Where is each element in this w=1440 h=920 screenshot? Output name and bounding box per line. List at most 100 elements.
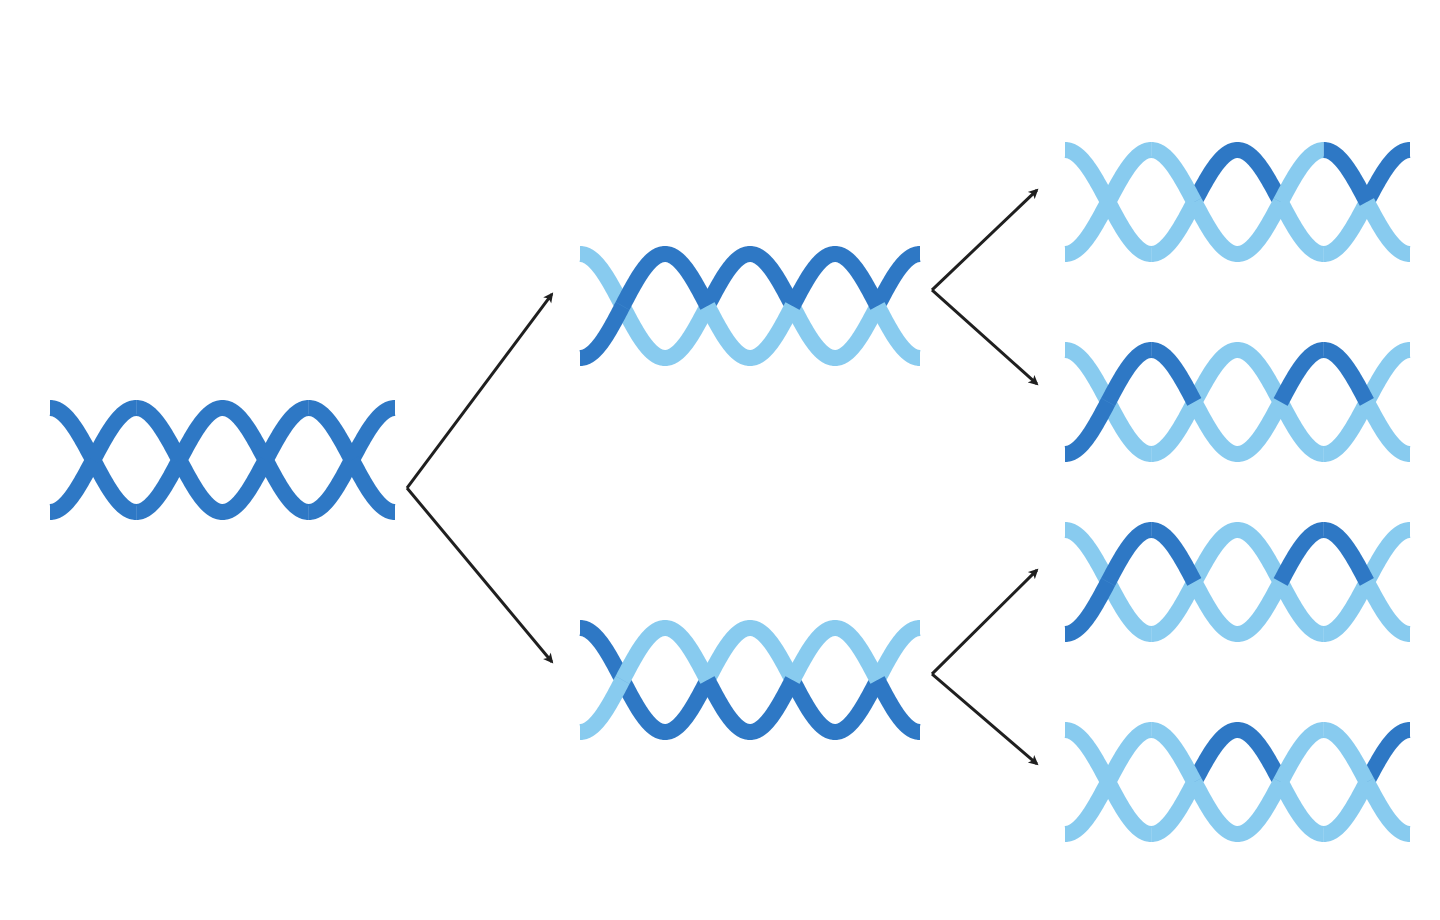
strand-a-segment-old [86,400,144,466]
strand-b-segment-new [1101,396,1159,462]
strand-a-segment-old [1101,342,1159,408]
dna-helix-g1-m1 [573,620,927,740]
strand-b-segment-new [573,246,630,312]
strand-b-segment-new [1273,776,1331,842]
strand-a-segment-new [1273,722,1331,788]
strand-a-segment-old [573,300,630,366]
strand-b-segment-new [1144,196,1202,262]
strand-b-segment-old [301,454,359,520]
strand-b-segment-new [1101,776,1159,842]
strand-b-segment-new [1144,776,1202,842]
strand-b-segment-old [870,246,927,312]
strand-b-segment-new [615,300,672,366]
strand-b-segment-old [86,454,144,520]
strand-b-segment-new [1058,722,1116,788]
strand-b-segment-old [1230,722,1288,788]
dna-helix-g1-m0 [573,246,927,366]
strand-b-segment-old [1230,142,1288,208]
strand-b-segment-old [743,246,800,312]
strand-b-segment-new [700,620,757,686]
arrow-g1-m0-to-g2-m0 [930,188,1039,292]
strand-b-segment-new [1230,522,1288,588]
strand-a-segment-new [700,300,757,366]
strand-a-segment-old [215,454,273,520]
strand-a-segment-old [828,246,885,312]
strand-a-segment-old [1101,522,1159,588]
strand-a-segment-old [700,674,757,740]
arrow-g0-m0-to-g1-m1 [405,487,554,664]
strand-a-segment-new [828,620,885,686]
strand-b-segment-new [785,300,842,366]
dna-helix-g0-m0 [43,400,402,520]
strand-a-segment-new [1230,396,1288,462]
dna-helix-g2-m0 [1058,142,1417,262]
strand-a-segment-new [1101,722,1159,788]
strand-b-segment-old [1359,142,1417,208]
strand-a-segment-old [344,454,402,520]
strand-b-segment-new [1316,396,1374,462]
strand-b-segment-new [1058,522,1116,588]
strand-b-segment-new [1144,576,1202,642]
strand-a-segment-old [658,246,715,312]
strand-a-segment-new [870,300,927,366]
strand-a-segment-old [1316,342,1374,408]
strand-b-segment-new [1058,142,1116,208]
strand-a-segment-new [1230,776,1288,842]
strand-b-segment-old [344,400,402,466]
strand-a-segment-new [743,300,800,366]
strand-b-segment-old [258,454,316,520]
dna-helix-g2-m3 [1058,722,1417,842]
strand-b-segment-new [1101,196,1159,262]
strand-b-segment-old [573,620,630,686]
strand-b-segment-old [658,674,715,740]
arrow-g1-m1-to-g2-m3 [931,672,1039,766]
strand-b-segment-new [1359,342,1417,408]
strand-a-segment-old [785,246,842,312]
molecules-layer [43,142,1417,842]
strand-b-segment-old [785,674,842,740]
strand-b-segment-new [1316,196,1374,262]
strand-a-segment-new [1058,196,1116,262]
strand-a-segment-new [1230,576,1288,642]
strand-a-segment-old [1273,342,1331,408]
strand-b-segment-old [1187,142,1245,208]
strand-a-segment-new [1359,776,1417,842]
strand-a-segment-new [615,620,672,686]
strand-b-segment-new [1273,396,1331,462]
strand-a-segment-old [43,454,101,520]
strand-b-segment-old [215,400,273,466]
strand-b-segment-old [129,454,187,520]
strand-a-segment-old [1273,522,1331,588]
strand-b-segment-new [828,300,885,366]
strand-a-segment-old [1316,142,1374,208]
strand-a-segment-old [1144,342,1202,408]
strand-b-segment-old [700,246,757,312]
strand-a-segment-new [1359,576,1417,642]
strand-a-segment-old [1144,522,1202,588]
arrow-g1-m0-to-g2-m1 [930,288,1039,386]
strand-a-segment-new [785,620,842,686]
strand-b-segment-new [1359,522,1417,588]
strand-b-segment-new [1230,342,1288,408]
strand-b-segment-new [1058,342,1116,408]
dna-helix-g2-m1 [1058,342,1417,462]
strand-b-segment-old [828,674,885,740]
strand-a-segment-new [658,620,715,686]
strand-b-segment-old [172,400,230,466]
strand-a-segment-new [1187,776,1245,842]
strand-a-segment-new [573,674,630,740]
strand-a-segment-old [172,454,230,520]
dna-helix-g2-m2 [1058,522,1417,642]
strand-a-segment-new [1187,196,1245,262]
strand-a-segment-new [1359,396,1417,462]
arrows-layer [405,188,1039,766]
strand-a-segment-old [1058,396,1116,462]
arrow-g1-m1-to-g2-m2 [930,568,1039,676]
strand-a-segment-new [1273,142,1331,208]
strand-b-segment-old [615,674,672,740]
strand-a-segment-old [1316,522,1374,588]
strand-a-segment-new [1101,142,1159,208]
strand-a-segment-old [258,400,316,466]
strand-a-segment-new [1058,776,1116,842]
